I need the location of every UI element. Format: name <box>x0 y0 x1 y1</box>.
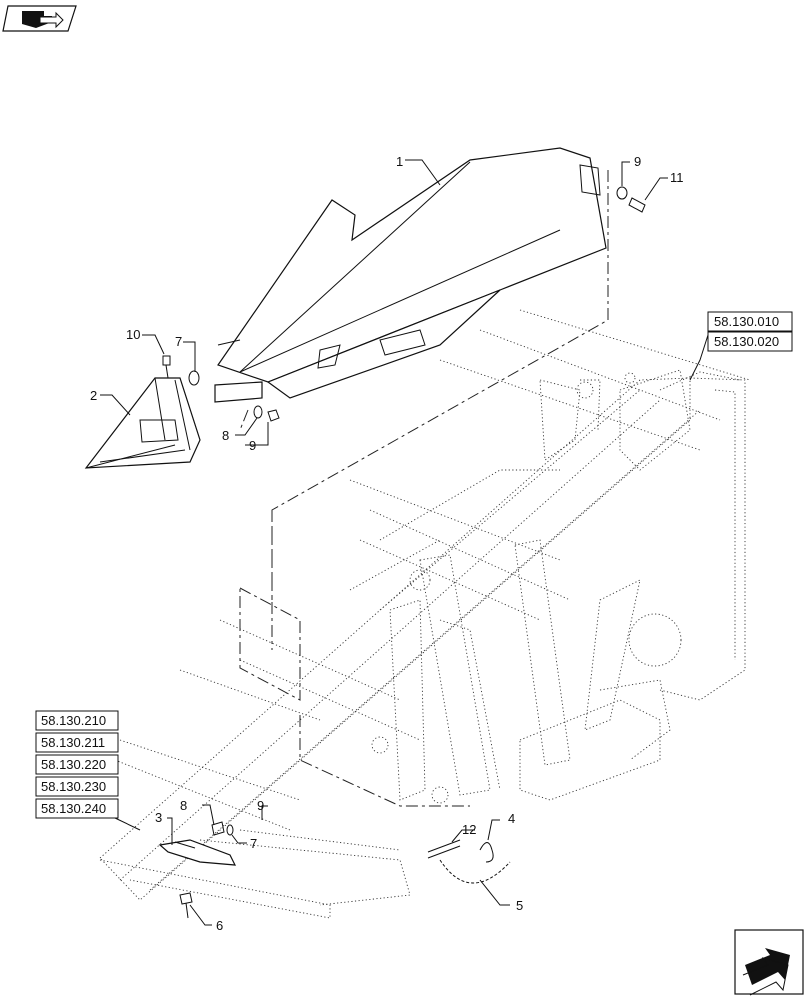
callout-8-bottom[interactable]: 8 <box>180 798 187 813</box>
ref-box-left-5[interactable] <box>35 798 119 819</box>
callout-6[interactable]: 6 <box>216 918 223 933</box>
callout-5[interactable]: 5 <box>516 898 523 913</box>
ref-box-left-3[interactable] <box>35 754 119 775</box>
ref-box-left-2[interactable] <box>35 732 119 753</box>
ref-label-left-2: 58.130.211 <box>41 735 105 750</box>
callout-3[interactable]: 3 <box>155 810 162 825</box>
leader-lines <box>100 159 709 926</box>
hardware <box>158 186 646 919</box>
callout-1[interactable]: 1 <box>396 154 403 169</box>
callout-labels: 1 2 3 4 5 6 7 7 8 8 9 9 9 10 11 12 <box>90 154 684 933</box>
callout-12[interactable]: 12 <box>462 822 476 837</box>
header-frame <box>99 309 751 919</box>
ref-label-left-5: 58.130.240 <box>41 801 106 816</box>
callout-9-top-right[interactable]: 9 <box>634 154 641 169</box>
callout-7-top[interactable]: 7 <box>175 334 182 349</box>
divider-hood[interactable] <box>214 147 607 403</box>
next-page-arrow-icon[interactable] <box>734 929 804 996</box>
callout-11[interactable]: 11 <box>670 170 684 185</box>
ref-label-right-1: 58.130.010 <box>714 314 779 329</box>
ref-label-left-3: 58.130.220 <box>41 757 106 772</box>
ref-box-right-2[interactable] <box>707 331 793 352</box>
reference-group-left: 58.130.210 58.130.211 58.130.220 58.130.… <box>35 710 119 819</box>
callout-2[interactable]: 2 <box>90 388 97 403</box>
book-arrow-icon[interactable] <box>2 5 77 32</box>
reference-group-right: 58.130.010 58.130.020 <box>707 311 793 352</box>
ref-box-left-4[interactable] <box>35 776 119 797</box>
callout-8-top[interactable]: 8 <box>222 428 229 443</box>
ref-label-left-4: 58.130.230 <box>41 779 106 794</box>
ref-label-left-1: 58.130.210 <box>41 713 106 728</box>
callout-10[interactable]: 10 <box>126 327 140 342</box>
callout-9-bottom[interactable]: 9 <box>257 798 264 813</box>
ref-box-left-1[interactable] <box>35 710 119 731</box>
ref-box-right-1[interactable] <box>707 311 793 332</box>
assembly-dashlines <box>239 170 609 807</box>
callout-9-middle[interactable]: 9 <box>249 438 256 453</box>
callout-4[interactable]: 4 <box>508 811 515 826</box>
callout-7-bottom[interactable]: 7 <box>250 836 257 851</box>
ref-label-right-2: 58.130.020 <box>714 334 779 349</box>
divider-point[interactable] <box>84 377 201 469</box>
